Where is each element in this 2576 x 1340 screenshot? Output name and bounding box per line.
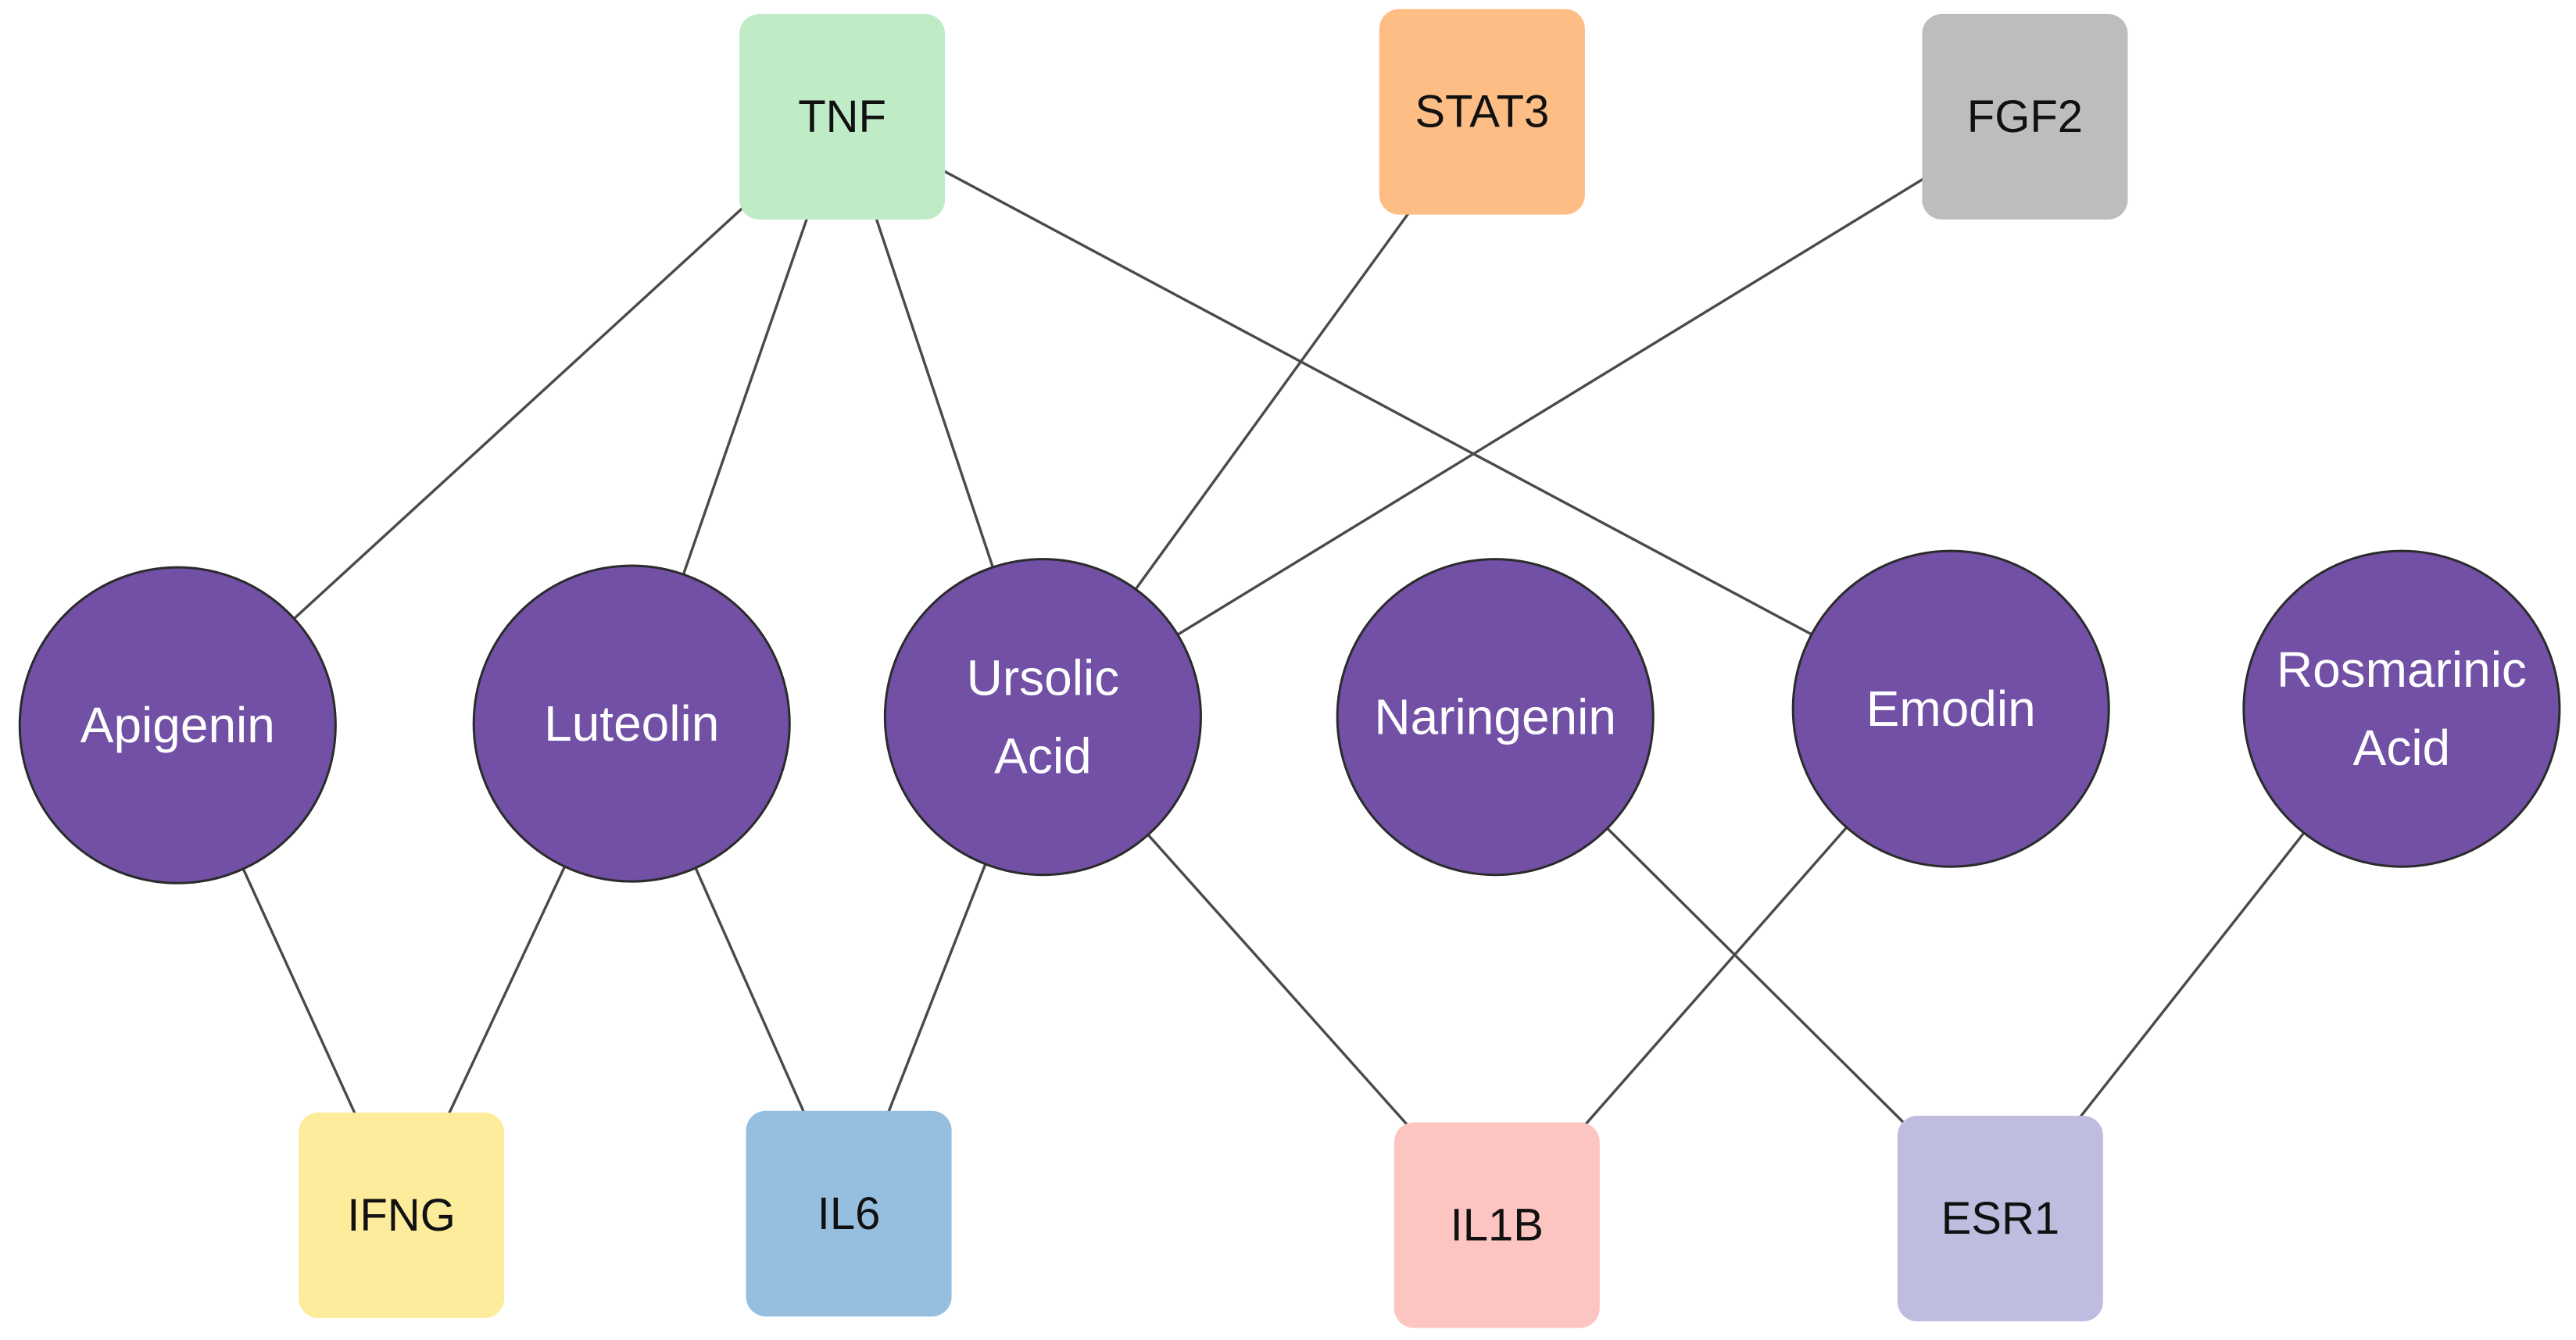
compound-circle-ursolic <box>883 558 1202 877</box>
compound-label-naringenin: Naringenin <box>1374 689 1616 745</box>
compound-circle-emodin <box>1791 549 2110 868</box>
target-node-ifng: IFNG <box>299 1112 505 1318</box>
target-label-il1b: IL1B <box>1451 1200 1544 1251</box>
target-label-stat3: STAT3 <box>1415 87 1549 138</box>
compound-node-naringenin: Naringenin <box>1336 558 1655 877</box>
compound-circle-apigenin <box>18 566 337 884</box>
target-label-fgf2: FGF2 <box>1967 91 2083 142</box>
target-node-il1b: IL1B <box>1394 1122 1600 1328</box>
compound-label-ursolic-line-2: Acid <box>994 728 1092 784</box>
target-box-fgf2 <box>1922 13 2128 220</box>
compound-label-luteolin: Luteolin <box>544 695 719 752</box>
compound-label-ursolic-line-1: Ursolic <box>967 650 1120 706</box>
compound-label-rosmarinic-line-1: Rosmarinic <box>2277 641 2527 698</box>
compound-node-luteolin: Luteolin <box>472 564 791 883</box>
compound-node-emodin: Emodin <box>1791 549 2110 868</box>
compound-circle-rosmarinic <box>2242 549 2561 868</box>
target-node-il6: IL6 <box>746 1110 952 1317</box>
compound-label-rosmarinic-line-2: Acid <box>2353 720 2451 776</box>
target-label-esr1: ESR1 <box>1941 1193 2060 1244</box>
target-node-esr1: ESR1 <box>1897 1116 2103 1322</box>
compound-label-emodin: Emodin <box>1866 681 2036 737</box>
target-label-il6: IL6 <box>818 1188 881 1239</box>
edge-fgf2-ursolic <box>1042 115 2026 719</box>
target-label-tnf: TNF <box>798 91 886 142</box>
compound-label-apigenin: Apigenin <box>80 697 275 753</box>
target-box-tnf <box>739 13 946 220</box>
target-box-esr1 <box>1897 1116 2103 1322</box>
target-box-il1b <box>1394 1122 1600 1328</box>
compound-circle-naringenin <box>1336 558 1655 877</box>
target-box-ifng <box>299 1112 505 1318</box>
edge-tnf-emodin <box>841 115 1952 710</box>
target-box-stat3 <box>1379 9 1585 215</box>
compound-node-apigenin: Apigenin <box>18 566 337 884</box>
target-node-stat3: STAT3 <box>1379 9 1585 215</box>
target-box-il6 <box>746 1110 952 1317</box>
target-node-fgf2: FGF2 <box>1922 13 2128 220</box>
compound-circle-luteolin <box>472 564 791 883</box>
target-node-tnf: TNF <box>739 13 946 220</box>
target-label-ifng: IFNG <box>347 1190 456 1241</box>
